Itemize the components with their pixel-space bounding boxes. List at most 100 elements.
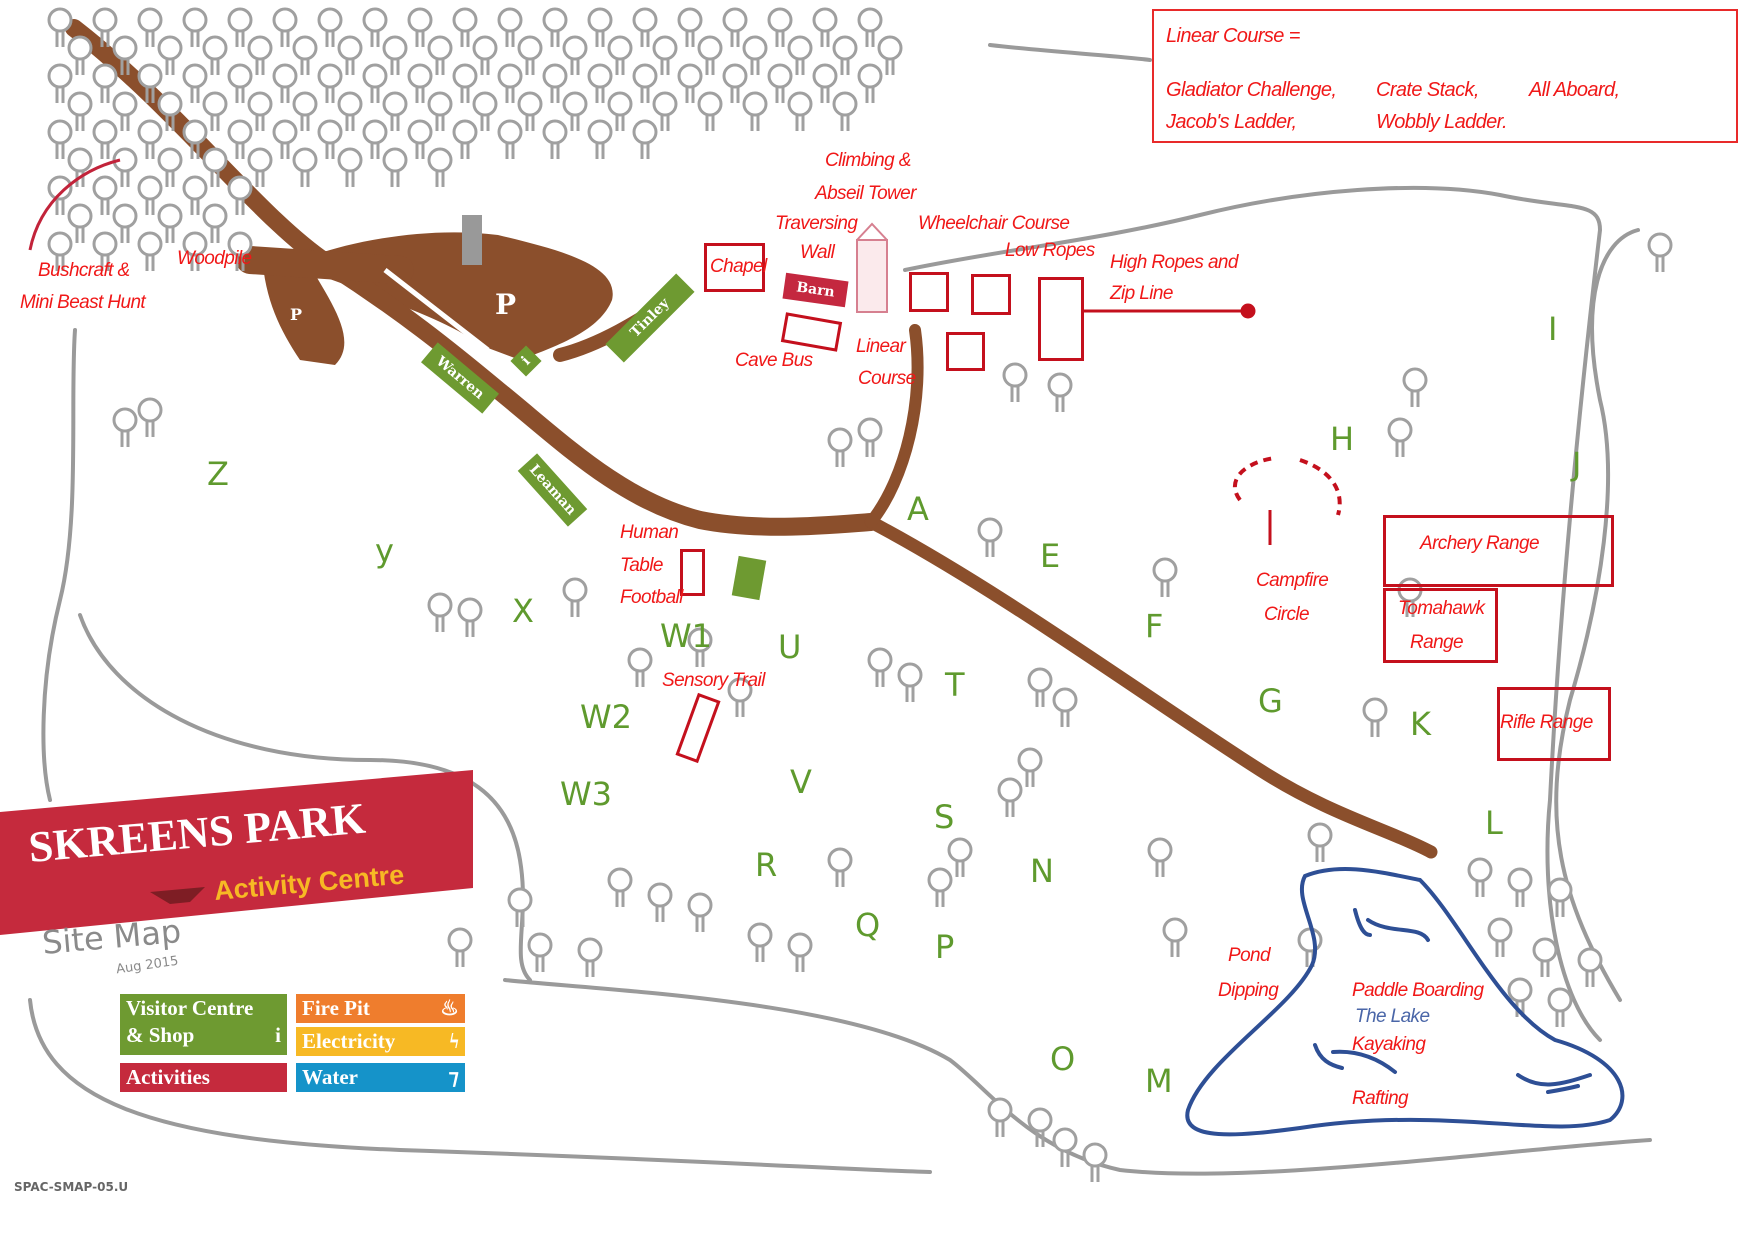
linear-label: Linear — [856, 336, 906, 357]
tree-icon — [832, 35, 858, 75]
tree-icon — [182, 63, 208, 103]
tree-icon — [1577, 947, 1603, 987]
tree-icon — [677, 63, 703, 103]
tree-icon — [1162, 917, 1188, 957]
tree-icon — [562, 577, 588, 617]
lake — [1185, 866, 1625, 1137]
pond-label: Pond — [1228, 945, 1271, 966]
tree-icon — [47, 119, 73, 159]
tree-icon — [272, 119, 298, 159]
legend-activities: Activities — [120, 1063, 287, 1092]
tree-icon — [452, 7, 478, 47]
zone-label: T — [945, 666, 965, 704]
tree-icon — [182, 119, 208, 159]
cave-bus-label: Cave Bus — [735, 350, 813, 371]
trees — [47, 7, 1673, 1182]
high-ropes-box — [1038, 277, 1084, 361]
tree-icon — [92, 119, 118, 159]
tree-icon — [452, 119, 478, 159]
tree-icon — [722, 7, 748, 47]
tree-icon — [452, 63, 478, 103]
table-football-label: Human — [620, 522, 679, 543]
tree-icon — [632, 63, 658, 103]
zone-label: Q — [855, 906, 881, 944]
tree-icon — [202, 147, 228, 187]
table-football-label: Football — [620, 587, 683, 608]
tree-icon — [337, 147, 363, 187]
tree-icon — [607, 867, 633, 907]
tree-icon — [382, 35, 408, 75]
tree-icon — [92, 63, 118, 103]
tree-icon — [457, 597, 483, 637]
note-item: Crate Stack, — [1376, 79, 1479, 101]
tree-icon — [1307, 822, 1333, 862]
tree-icon — [1487, 917, 1513, 957]
tree-icon — [47, 7, 73, 47]
chapel-box — [704, 243, 765, 292]
tree-icon — [1082, 1142, 1108, 1182]
high-ropes-label: High Ropes and — [1110, 252, 1238, 273]
tree-icon — [562, 91, 588, 131]
archery-range-box — [1383, 515, 1614, 587]
legend-label: Electricity — [302, 1029, 396, 1053]
legend-label: & Shop — [126, 1023, 195, 1047]
legend-label: Water — [302, 1065, 358, 1089]
climbing-label: Climbing & — [825, 150, 911, 171]
tree-icon — [137, 397, 163, 437]
legend-label: Fire Pit — [302, 996, 370, 1020]
wall-label: Wall — [800, 242, 835, 263]
tree-icon — [587, 63, 613, 103]
note-title: Linear Course = — [1166, 25, 1300, 47]
tree-icon — [427, 592, 453, 632]
tree-icon — [47, 231, 73, 271]
tree-icon — [92, 7, 118, 47]
tree-icon — [1647, 232, 1673, 272]
tree-icon — [857, 63, 883, 103]
tree-icon — [202, 35, 228, 75]
tree-icon — [1017, 747, 1043, 787]
tree-icon — [92, 175, 118, 215]
tree-icon — [722, 63, 748, 103]
tree-icon — [382, 147, 408, 187]
lightning-icon: ϟ — [449, 1029, 459, 1053]
fire-icon: ♨ — [440, 996, 459, 1020]
zip-line-label: Zip Line — [1110, 283, 1173, 304]
tree-icon — [832, 91, 858, 131]
tree-icon — [1507, 867, 1533, 907]
rifle-range-label: Rifle Range — [1500, 712, 1593, 733]
tree-icon — [787, 35, 813, 75]
tree-icon — [812, 63, 838, 103]
tree-icon — [227, 175, 253, 215]
building-grey — [462, 215, 482, 265]
tree-icon — [202, 203, 228, 243]
tree-icon — [947, 837, 973, 877]
tree-icon — [112, 91, 138, 131]
tree-icon — [1387, 417, 1413, 457]
tree-icon — [472, 35, 498, 75]
tree-icon — [202, 91, 228, 131]
tree-icon — [182, 175, 208, 215]
tree-icon — [317, 7, 343, 47]
tree-icon — [577, 937, 603, 977]
tree-icon — [677, 7, 703, 47]
tree-icon — [1002, 362, 1028, 402]
tree-icon — [877, 35, 903, 75]
zone-label: N — [1030, 852, 1054, 890]
tree-icon — [562, 35, 588, 75]
tree-icon — [157, 91, 183, 131]
tree-icon — [697, 91, 723, 131]
tomahawk-label: Tomahawk — [1398, 598, 1485, 619]
rafting-label: Rafting — [1352, 1088, 1409, 1109]
tree-icon — [1402, 367, 1428, 407]
tree-icon — [227, 7, 253, 47]
note-item: All Aboard, — [1529, 79, 1620, 101]
low-ropes-label: Low Ropes — [1005, 240, 1095, 261]
range-label: Range — [1410, 632, 1464, 653]
tree-icon — [787, 91, 813, 131]
tree-icon — [182, 7, 208, 47]
tree-icon — [632, 7, 658, 47]
tree-icon — [652, 35, 678, 75]
tree-icon — [92, 231, 118, 271]
table-football-box — [680, 549, 705, 596]
zone-label: F — [1145, 607, 1164, 645]
